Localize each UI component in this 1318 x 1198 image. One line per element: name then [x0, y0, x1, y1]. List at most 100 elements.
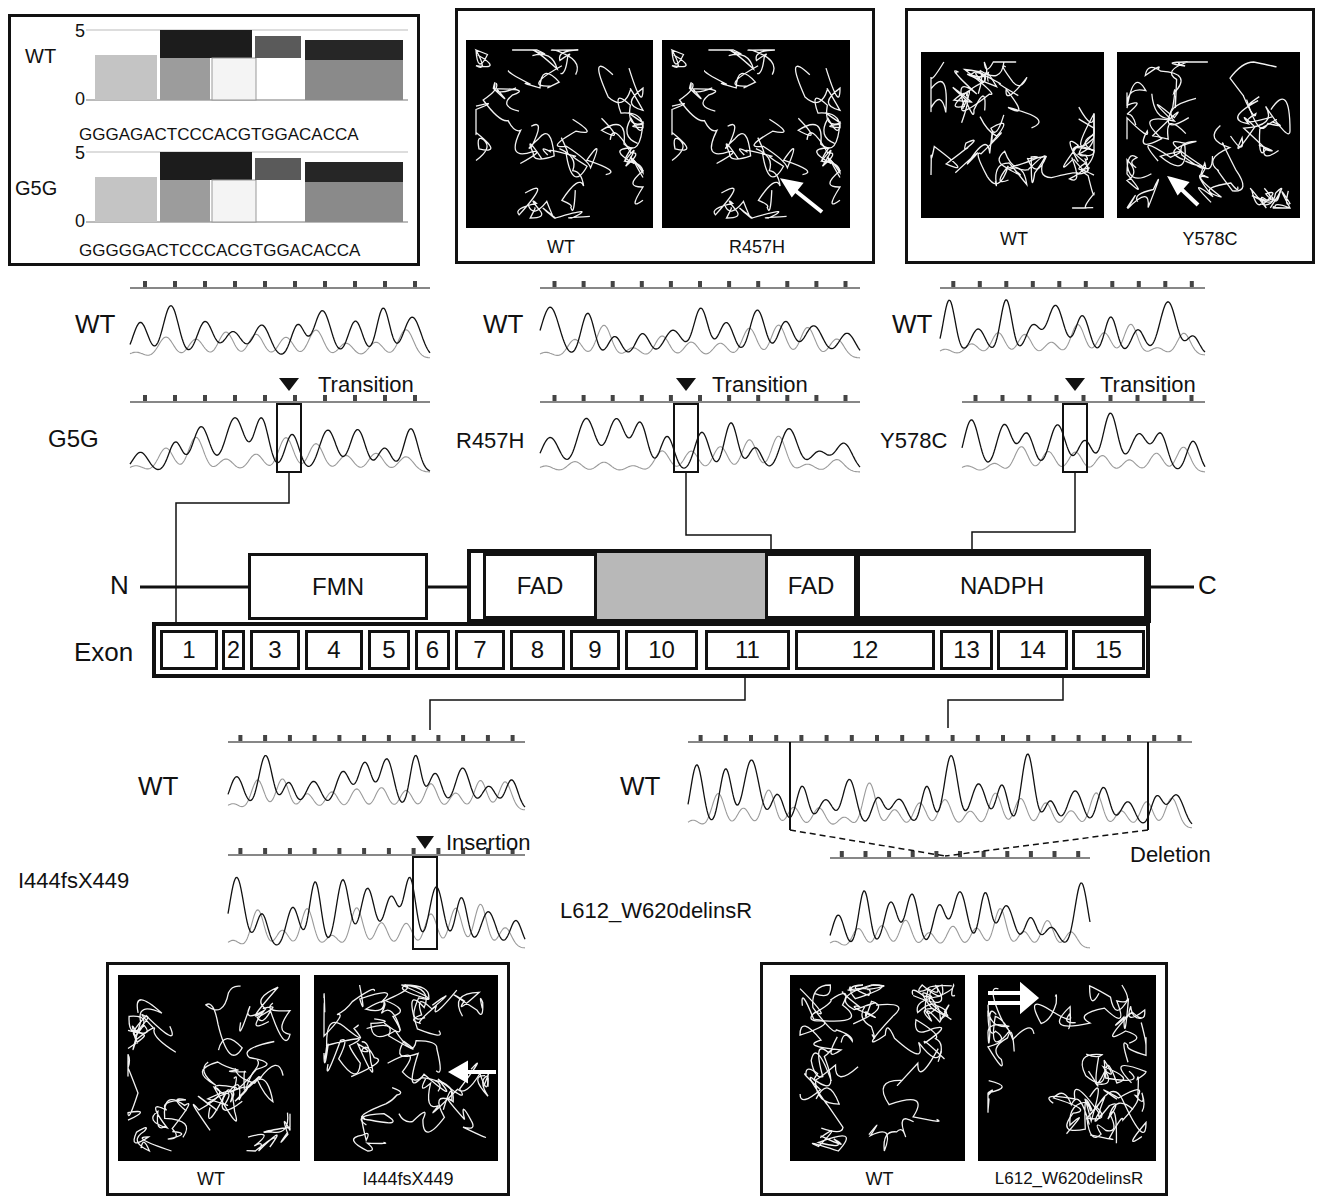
protein-ribbon: [756, 149, 780, 211]
logo-bar: [95, 55, 157, 100]
protein-ribbon: [483, 83, 537, 163]
protein-ribbon: [748, 50, 775, 75]
protein-ribbon: [1174, 141, 1206, 175]
base-call-tick: [951, 735, 955, 741]
node-label: 5: [75, 143, 85, 164]
base-call-tick: [799, 735, 803, 741]
node-label: Y578C: [1117, 229, 1303, 250]
node-label: 10: [648, 636, 675, 664]
node-label: WT: [921, 229, 1107, 250]
protein-ribbon: [807, 133, 840, 178]
base-call-tick: [1057, 281, 1061, 287]
chromatogram-trace: [940, 300, 1205, 352]
base-call-rule: [228, 741, 525, 742]
protein-ribbon: [1152, 94, 1186, 139]
protein-ribbon: [810, 1077, 843, 1131]
base-call-tick: [669, 281, 673, 287]
protein-ribbon: [955, 115, 1004, 173]
structure-image: [314, 975, 498, 1161]
base-call-tick: [1110, 281, 1114, 287]
chromatogram-trace: [130, 418, 430, 471]
peak-box: [277, 404, 301, 472]
base-call-rule: [540, 401, 860, 402]
protein-ribbon: [917, 985, 955, 1019]
base-call-tick: [203, 395, 207, 401]
exon-box: 13: [940, 630, 993, 670]
base-call-tick: [925, 735, 929, 741]
node-label: 13: [953, 636, 980, 664]
backbone-line: [1148, 586, 1194, 589]
protein-ribbon: [164, 1100, 188, 1139]
figure-label: Insertion: [446, 830, 530, 855]
base-call-tick: [263, 281, 267, 287]
figure-label: L612_W620delinsR: [560, 898, 752, 923]
protein-ribbon: [361, 1088, 401, 1125]
structure-image: [118, 975, 300, 1161]
node-label: 14: [1019, 636, 1046, 664]
protein-ribbon: [931, 62, 946, 112]
chromatogram-trace: [540, 307, 860, 352]
base-call-tick: [1031, 281, 1035, 287]
protein-ribbon: [800, 998, 841, 1054]
protein-ribbon: [1035, 995, 1076, 1024]
protein-ribbon: [869, 1119, 914, 1151]
base-call-tick: [1001, 735, 1005, 741]
base-call-rule: [830, 857, 1090, 858]
base-call-rule: [130, 401, 430, 402]
base-call-tick: [669, 395, 673, 401]
base-call-tick: [436, 848, 440, 854]
base-call-rule: [540, 287, 860, 288]
base-call-tick: [263, 395, 267, 401]
logo-bar: [160, 58, 210, 100]
node-label: 9: [588, 636, 601, 664]
protein-ribbon: [354, 1116, 386, 1151]
base-call-tick: [900, 735, 904, 741]
base-call-tick: [814, 395, 818, 401]
base-call-tick: [749, 735, 753, 741]
domain-box: FAD: [483, 553, 597, 619]
base-call-tick: [850, 735, 854, 741]
base-call-tick: [553, 281, 557, 287]
node-label: 6: [426, 636, 439, 664]
base-call-tick: [461, 735, 465, 741]
chromatogram-trace: [130, 306, 430, 354]
base-call-tick: [864, 851, 868, 857]
base-call-tick: [238, 848, 242, 854]
protein-ribbon: [726, 125, 751, 160]
protein-ribbon: [1252, 188, 1281, 204]
protein-ribbon: [1113, 1006, 1145, 1043]
domain-box: FMN: [248, 553, 428, 620]
node-label: 0: [75, 211, 85, 232]
image-arrow: [784, 181, 800, 194]
protein-ribbon: [740, 138, 784, 177]
protein-ribbon: [1124, 1023, 1146, 1063]
deletion-bound: [1147, 742, 1149, 830]
protein-ribbon: [1127, 156, 1151, 190]
node-label: FAD: [517, 572, 564, 600]
protein-ribbon: [988, 1005, 1009, 1043]
base-call-tick: [436, 735, 440, 741]
node-label: 3: [268, 636, 281, 664]
base-call-tick: [233, 395, 237, 401]
logo-bar: [160, 152, 252, 180]
protein-ribbon: [672, 104, 687, 161]
protein-ribbon: [518, 188, 542, 218]
base-call-tick: [825, 735, 829, 741]
base-call-tick: [1029, 851, 1033, 857]
figure-label: G5G: [48, 425, 99, 453]
base-call-tick: [412, 735, 416, 741]
protein-ribbon: [435, 1081, 486, 1138]
logo-bar: [160, 180, 210, 222]
peak-box: [1063, 404, 1087, 472]
base-call-tick: [1053, 851, 1057, 857]
mutation-arrow: [1065, 378, 1085, 391]
logo-bar: [160, 30, 252, 58]
base-call-tick: [640, 281, 644, 287]
node-label: 1: [182, 636, 195, 664]
base-call-tick: [611, 395, 615, 401]
base-call-tick: [1127, 735, 1131, 741]
base-call-tick: [362, 848, 366, 854]
protein-ribbon: [1250, 188, 1281, 208]
protein-ribbon: [351, 1042, 378, 1077]
